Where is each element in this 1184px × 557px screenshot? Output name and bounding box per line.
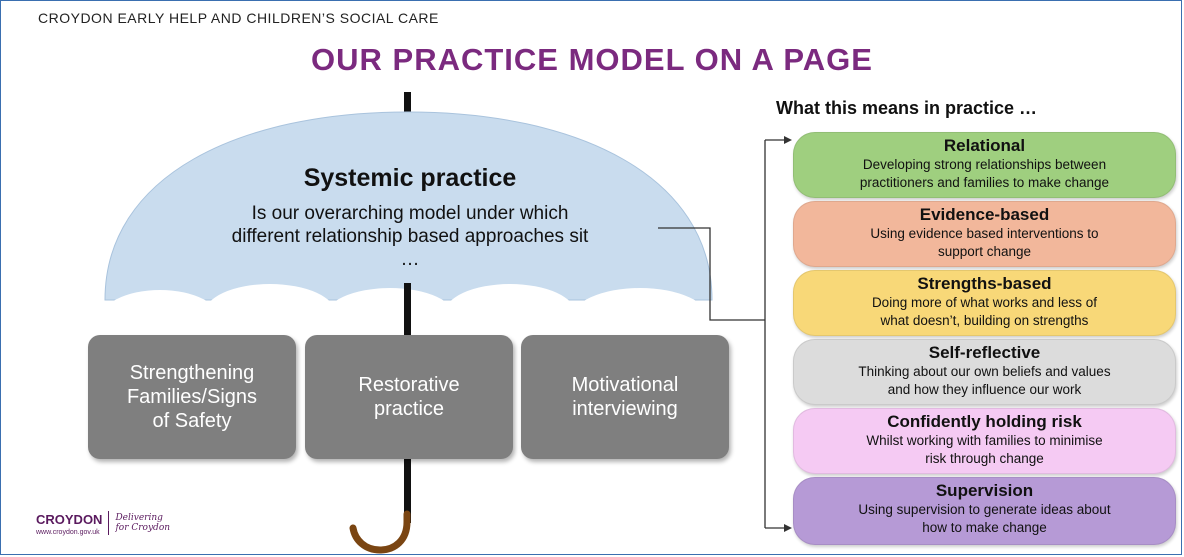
umbrella-title: Systemic practice [303,164,517,192]
practice-item-self-reflective: Self-reflective Thinking about our own b… [793,339,1176,405]
practice-item-confidently-holding-risk: Confidently holding risk Whilst working … [793,408,1176,474]
practice-item-desc: Using evidence based interventions to [870,226,1099,241]
approach-line: of Safety [152,410,232,432]
page-title: OUR PRACTICE MODEL ON A PAGE [311,42,873,77]
practice-item-desc: risk through change [925,451,1044,466]
approach-box-strengthening-families: Strengthening Families/Signs of Safety [88,335,296,459]
approach-line: interviewing [572,398,678,420]
practice-item-desc: Thinking about our own beliefs and value… [858,364,1111,379]
practice-item-title: Strengths-based [917,274,1052,293]
practice-item-desc: Using supervision to generate ideas abou… [858,502,1111,517]
logo-tagline: for Croydon [115,523,171,533]
practice-item-desc: support change [937,244,1032,259]
practice-item-title: Relational [943,136,1026,155]
umbrella-canopy [104,111,713,301]
logo-url: www.croydon.gov.uk [36,528,100,536]
practice-item-desc: practitioners and families to make chang… [859,175,1110,190]
practice-item-title: Evidence-based [919,205,1050,224]
practice-item-desc: and how they influence our work [887,382,1082,397]
umbrella-handle [349,510,411,554]
connector-arrowheads [784,136,792,532]
practice-item-desc: how to make change [922,520,1047,535]
practice-item-evidence-based: Evidence-based Using evidence based inte… [793,201,1176,267]
logo-name: CROYDON [36,511,103,527]
umbrella-tip [404,92,411,118]
umbrella-description: Is our overarching model under which dif… [231,203,589,270]
approach-line: Restorative [358,374,460,396]
practice-item-title: Supervision [935,481,1034,500]
practice-item-supervision: Supervision Using supervision to generat… [793,477,1176,545]
practice-item-desc: Doing more of what works and less of [871,295,1098,310]
approach-line: Families/Signs [126,386,258,408]
practice-item-title: Confidently holding risk [887,412,1082,431]
organisation-name: CROYDON EARLY HELP AND CHILDREN’S SOCIAL… [38,10,439,26]
approach-box-restorative-practice: Restorative practice [305,335,513,459]
approach-line: Motivational [571,374,679,396]
practice-item-desc: Whilst working with families to minimise [866,433,1103,448]
practice-heading: What this means in practice … [776,98,1038,118]
logo-tagline: Delivering [115,513,163,523]
croydon-logo: CROYDON www.croydon.gov.uk Delivering fo… [36,498,230,548]
approach-line: Strengthening [129,362,255,384]
practice-item-desc: Developing strong relationships between [862,157,1107,172]
approach-box-motivational-interviewing: Motivational interviewing [521,335,729,459]
approach-line: practice [373,398,445,420]
practice-item-strengths-based: Strengths-based Doing more of what works… [793,270,1176,336]
practice-item-title: Self-reflective [928,343,1041,362]
practice-item-desc: what doesn’t, building on strengths [880,313,1089,328]
practice-item-relational: Relational Developing strong relationshi… [793,132,1176,198]
logo-divider [108,511,110,535]
